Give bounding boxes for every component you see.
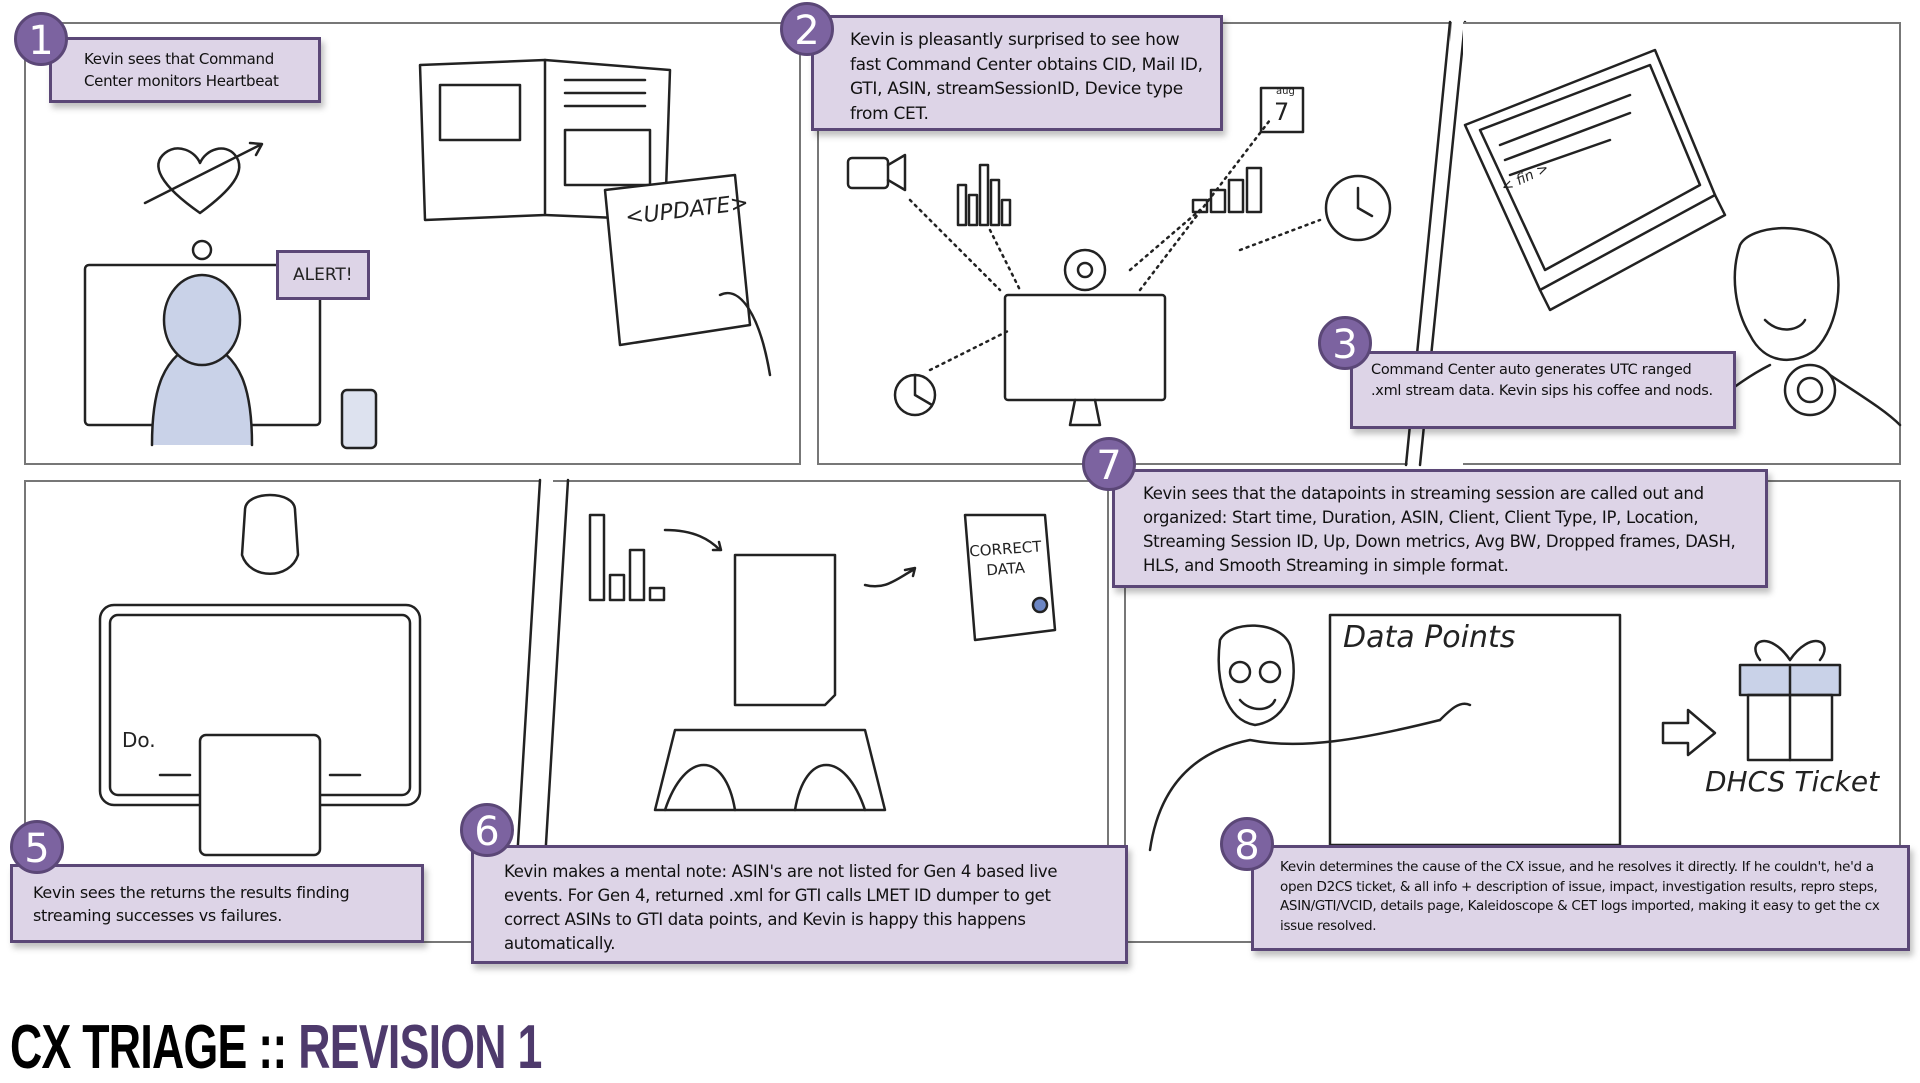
caption-8: Kevin determines the cause of the CX iss…	[1251, 845, 1910, 951]
caption-6: Kevin makes a mental note: ASIN's are no…	[471, 845, 1128, 964]
kevin-headphones-portrait	[1688, 226, 1902, 427]
certificate-label: CORRECT DATA	[968, 537, 1043, 579]
caption-7-text: Kevin sees that the datapoints in stream…	[1143, 484, 1736, 575]
caption-1-text: Kevin sees that Command Center monitors …	[84, 50, 279, 90]
calendar-month: aug	[1276, 86, 1295, 97]
title-revision: REVISION 1	[298, 1013, 542, 1082]
caption-3-text: Command Center auto generates UTC ranged…	[1371, 362, 1713, 400]
pie-chart-icon	[893, 373, 937, 417]
caption-7: Kevin sees that the datapoints in stream…	[1112, 469, 1768, 588]
arrow-right-icon	[1661, 708, 1717, 757]
step-badge-8: 8	[1220, 817, 1274, 871]
step-badge-5: 5	[10, 820, 64, 874]
step-badge-2: 2	[780, 2, 834, 56]
soda-can-icon	[340, 388, 378, 450]
clock-icon	[1324, 174, 1392, 242]
gift-box-icon	[1738, 640, 1842, 762]
caption-1: Kevin sees that Command Center monitors …	[49, 37, 321, 103]
update-document-icon	[603, 173, 772, 377]
caption-5-text: Kevin sees the returns the results findi…	[33, 883, 350, 926]
step-badge-3: 3	[1318, 316, 1372, 370]
title-separator: ::	[258, 1013, 287, 1082]
person-at-computer	[98, 493, 422, 857]
dhcs-ticket-label: DHCS Ticket	[1705, 765, 1880, 798]
data-points-board-title: Data Points	[1343, 620, 1516, 655]
caption-6-text: Kevin makes a mental note: ASIN's are no…	[504, 862, 1058, 953]
step-badge-1: 1	[14, 12, 68, 66]
computer-monitor-icon	[83, 239, 322, 447]
certificate-icon	[963, 513, 1057, 642]
webcam-monitor-icon	[1003, 248, 1167, 427]
caption-8-text: Kevin determines the cause of the CX iss…	[1280, 859, 1880, 934]
projector-icon	[846, 153, 907, 192]
alert-label: ALERT!	[276, 250, 370, 300]
calendar-icon	[1259, 86, 1305, 134]
step-badge-7: 7	[1082, 437, 1136, 491]
bar-chart-icon	[956, 163, 1012, 227]
storyboard-title: CX TRIAGE :: REVISION 1	[10, 1012, 542, 1083]
caption-5: Kevin sees the returns the results findi…	[10, 864, 424, 943]
caption-2: Kevin is pleasantly surprised to see how…	[811, 15, 1223, 131]
title-main: CX TRIAGE	[10, 1013, 247, 1082]
caption-2-text: Kevin is pleasantly surprised to see how…	[850, 30, 1203, 124]
monitor-screen-text: Do.	[122, 728, 156, 752]
calendar-day: 7	[1274, 98, 1290, 126]
magazine-icon	[418, 58, 672, 222]
caption-3: Command Center auto generates UTC ranged…	[1350, 351, 1736, 429]
laptop-icon	[1463, 48, 1727, 312]
data-to-document-flow	[588, 513, 917, 812]
heart-arrow-icon	[143, 141, 264, 215]
step-badge-6: 6	[460, 803, 514, 857]
